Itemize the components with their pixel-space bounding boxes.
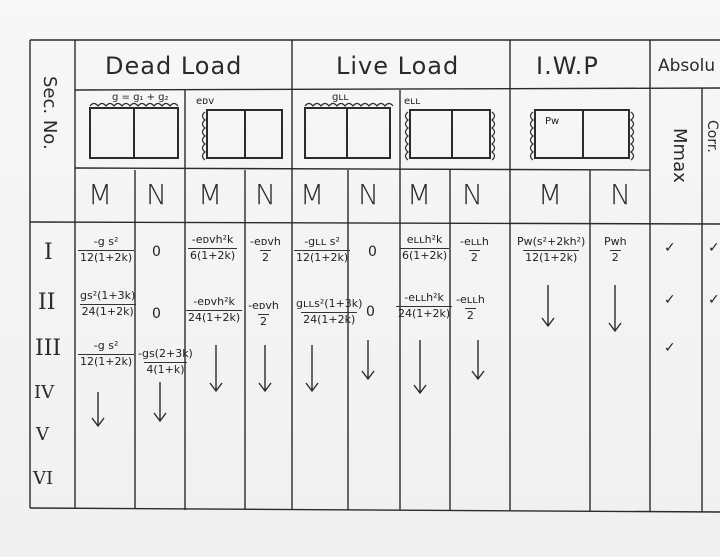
corr-header: Corr. — [704, 120, 720, 153]
section-3: III — [35, 336, 62, 361]
col-n-2: N — [255, 178, 276, 211]
r2-dl-m: gs²(1+3k)24(1+2k) — [79, 289, 136, 318]
tick-3: ✓ — [664, 340, 676, 356]
section-2: II — [38, 290, 56, 315]
tick-corr-1: ✓ — [708, 240, 720, 256]
col-m-3: M — [300, 178, 325, 211]
live-load-header: Live Load — [336, 52, 460, 80]
m-max-header: Mmax — [669, 128, 690, 183]
dead-load-header: Dead Load — [105, 52, 243, 80]
r3-dl-n: -gs(2+3k)4(1+k) — [138, 347, 193, 376]
arrows — [91, 285, 622, 428]
col-n-4: N — [462, 178, 483, 211]
dead-e-label: eᴅᴠ — [196, 96, 215, 107]
col-n-3: N — [358, 178, 379, 211]
live-g-label: gʟʟ — [332, 92, 349, 103]
r1-iwp-m: Pw(s²+2kh²)12(1+2k) — [517, 235, 586, 264]
col-m-5: M — [538, 178, 563, 211]
r2-ll-n: 0 — [366, 304, 375, 320]
iwp-header: I.W.P — [536, 52, 599, 80]
col-m-2: M — [198, 178, 223, 211]
dead-g-label: g = g₁ + g₂ — [112, 92, 169, 103]
iwp-frame-label: Pw — [545, 116, 560, 127]
col-n-5: N — [610, 178, 631, 211]
tick-2: ✓ — [664, 292, 676, 308]
r2-dl-n: 0 — [152, 306, 161, 322]
col-m-1: M — [88, 178, 113, 211]
section-6: VI — [33, 468, 54, 489]
live-e-label: eʟʟ — [404, 96, 421, 107]
tick-1: ✓ — [664, 240, 676, 256]
col-n-1: N — [146, 178, 167, 211]
r2-ll-m: gʟʟs²(1+3k)24(1+2k) — [296, 297, 363, 326]
tick-corr-2: ✓ — [708, 292, 720, 308]
section-4: IV — [34, 382, 55, 403]
r1-ll-n: 0 — [368, 244, 377, 260]
absolute-header: Absolu — [658, 56, 716, 76]
section-1: I — [44, 240, 53, 265]
sec-no-header: Sec. No. — [39, 76, 60, 150]
r1-dl-n: 0 — [152, 244, 161, 260]
col-m-4: M — [407, 178, 432, 211]
section-5: V — [36, 424, 49, 445]
